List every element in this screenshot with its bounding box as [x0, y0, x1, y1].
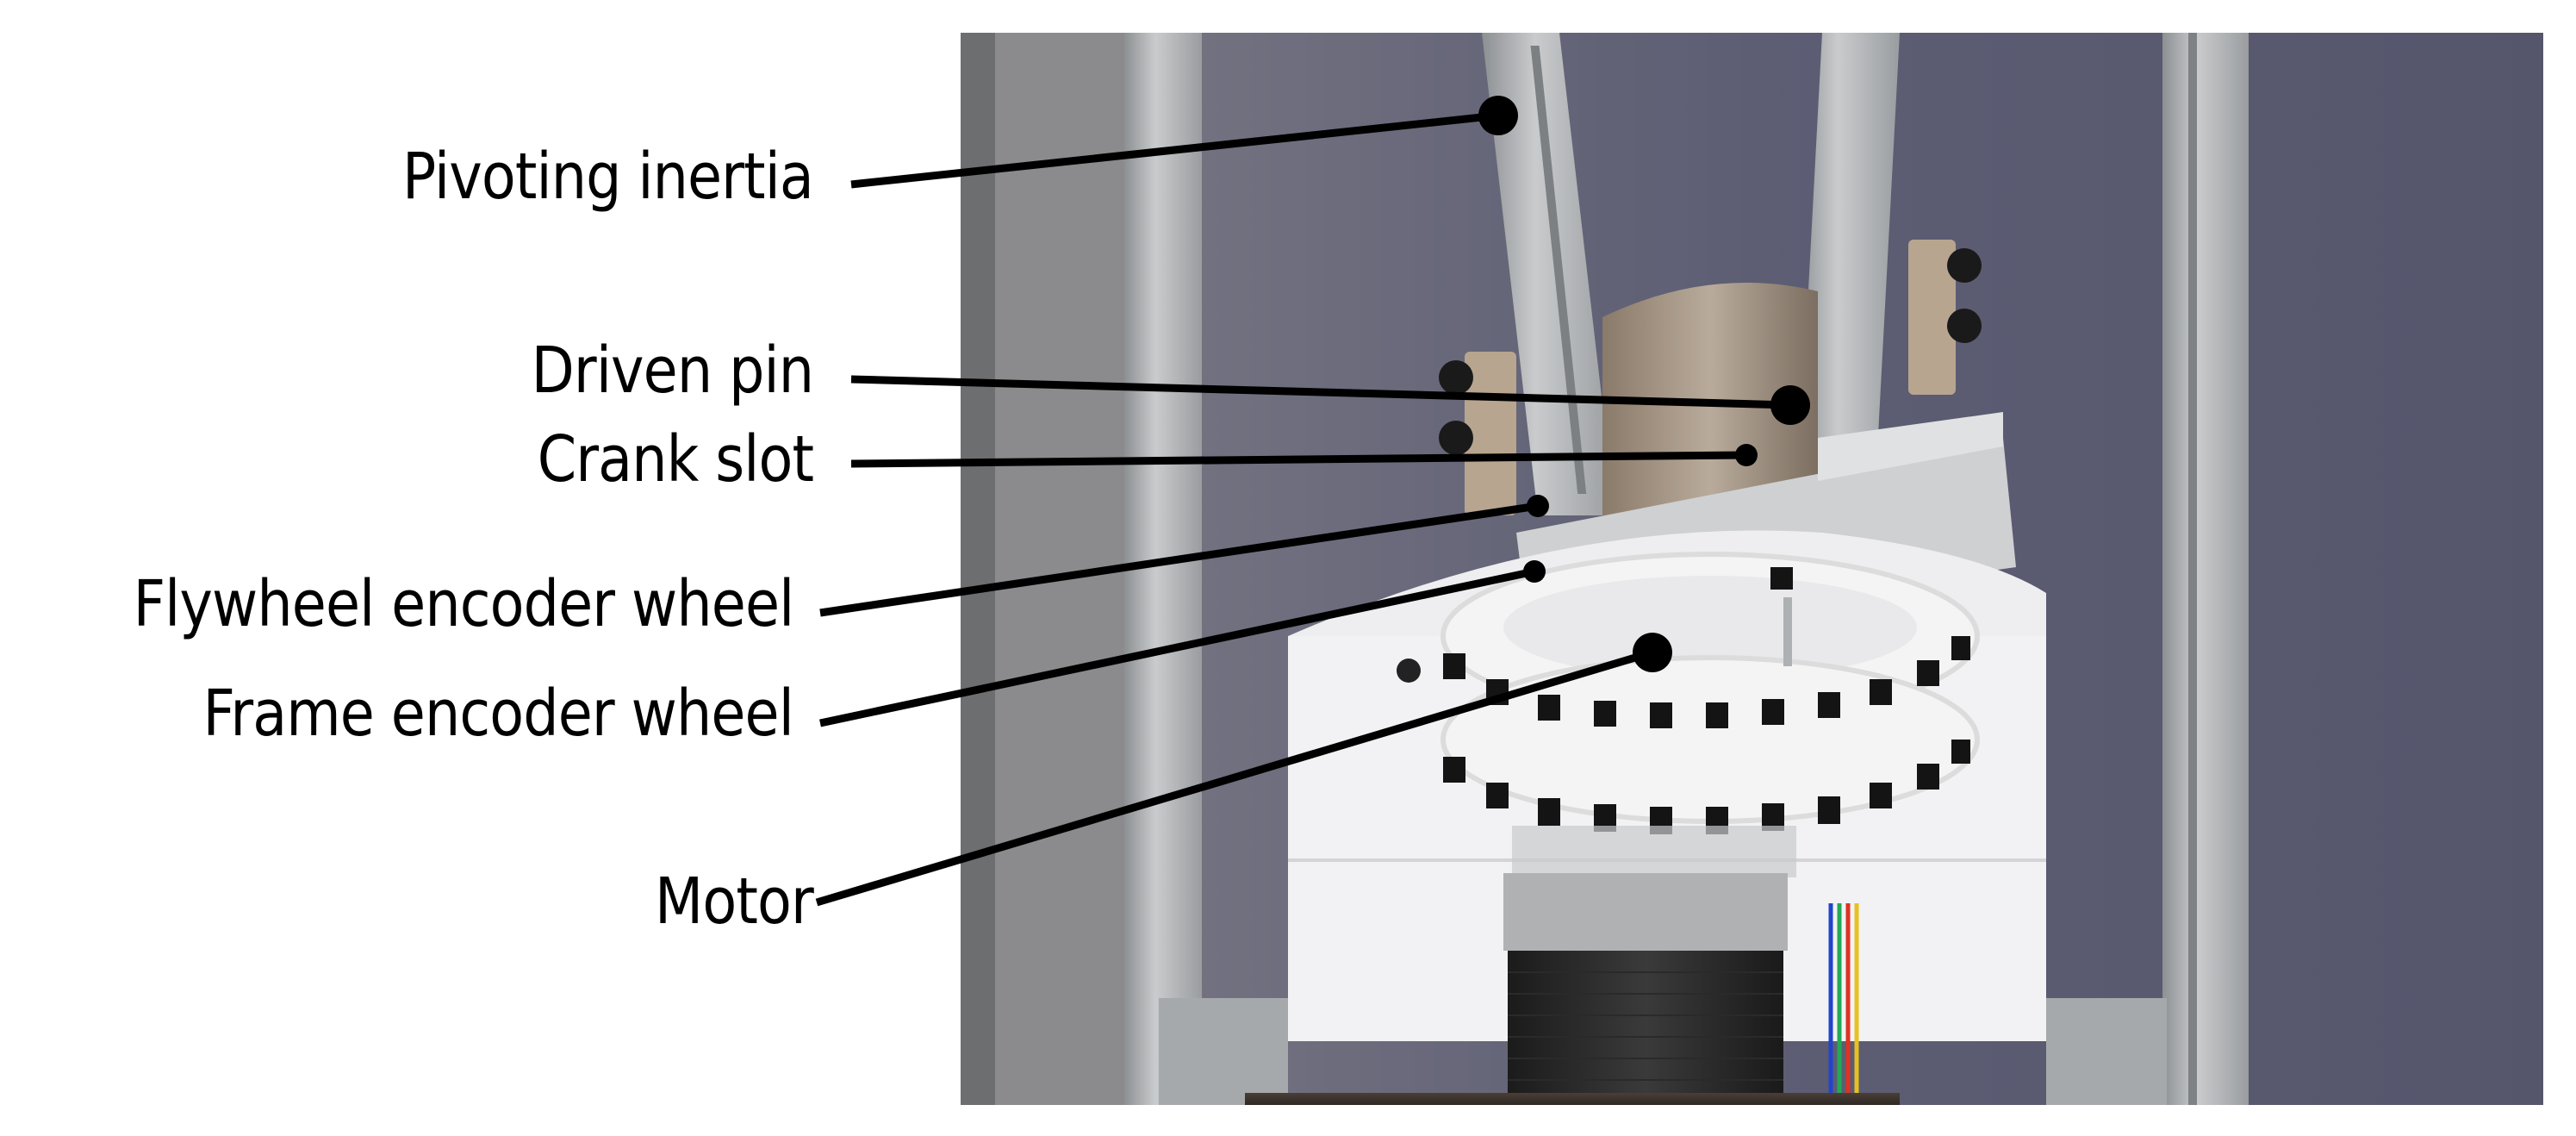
label-frame-encoder-wheel: Frame encoder wheel [202, 677, 794, 751]
label-driven-pin: Driven pin [531, 334, 814, 408]
label-crank-slot: Crank slot [537, 422, 814, 496]
apparatus-photo [961, 33, 2543, 1105]
label-pivoting-inertia: Pivoting inertia [402, 140, 814, 214]
label-flywheel-encoder-wheel: Flywheel encoder wheel [133, 567, 794, 641]
label-motor: Motor [655, 864, 814, 939]
